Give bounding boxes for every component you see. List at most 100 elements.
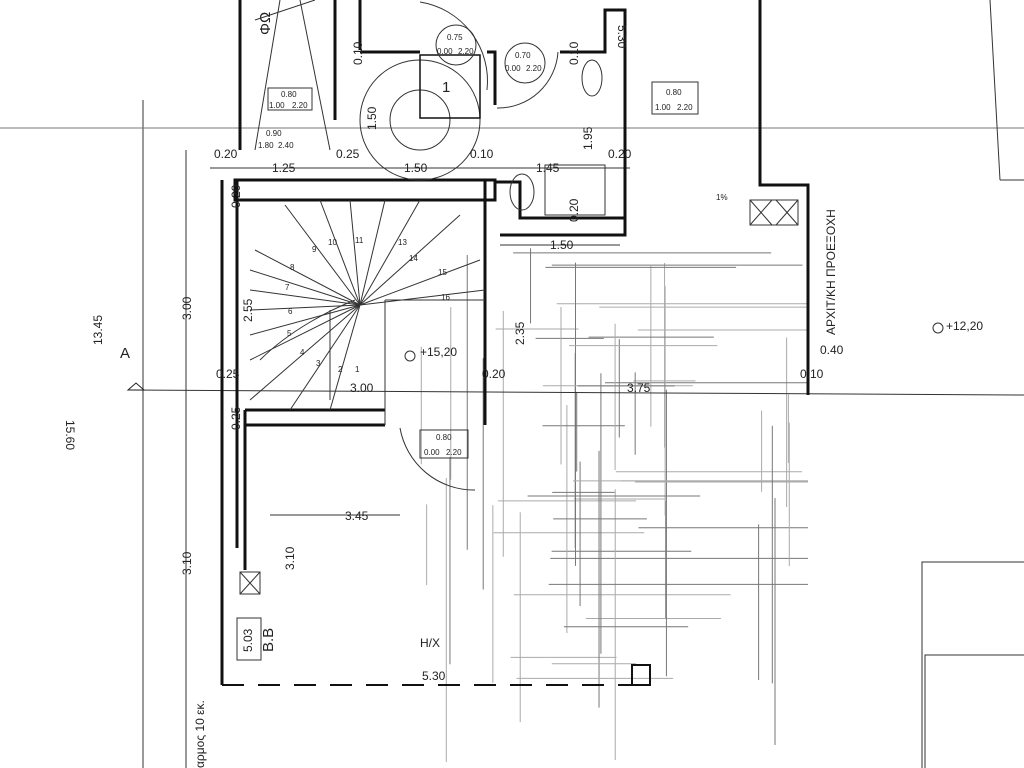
- dimension-lines: [0, 100, 1024, 768]
- dimension: 0.25: [216, 367, 240, 381]
- room-label: ΦΩ: [257, 12, 274, 35]
- stair-tread: [254, 249, 361, 306]
- window-tag-height: 2.40: [278, 141, 294, 150]
- dimension: 0.40: [820, 343, 844, 357]
- door-tag-width: 0.70: [515, 51, 531, 60]
- slope-label: 1%: [716, 193, 728, 202]
- elevator: 1: [359, 1, 559, 491]
- dimension: 0.25: [229, 406, 243, 430]
- stair-tread: [249, 304, 361, 336]
- stair-step-number: 3: [316, 359, 321, 368]
- door-tag-sill: 0.00: [437, 47, 453, 56]
- stair-tread: [249, 289, 361, 306]
- dimension: 5.30: [615, 25, 629, 49]
- level-label: +15,20: [420, 345, 457, 359]
- stair-step-number: 11: [355, 236, 364, 245]
- dimension: 2.35: [513, 321, 527, 345]
- hx-label: H/X: [420, 636, 440, 650]
- elevator-label: 1: [442, 79, 450, 96]
- dimension: 1.50: [404, 161, 428, 175]
- dimension: 2.55: [241, 298, 255, 322]
- dimension: 3.00: [180, 296, 194, 320]
- dimension: 1.50: [550, 238, 574, 252]
- dimension: 1.50: [365, 106, 379, 130]
- dimension: 3.10: [283, 546, 297, 570]
- dimension: 0.20: [214, 147, 238, 161]
- dimension: 0.10: [470, 147, 494, 161]
- shaft-label: B.B: [260, 628, 277, 652]
- level-label: +12,20: [946, 319, 983, 333]
- stair-step-number: 1: [355, 365, 360, 374]
- window-tag-sill: 1.00: [269, 101, 285, 110]
- stair-step-number: 15: [438, 268, 447, 277]
- dimension: 1.25: [272, 161, 296, 175]
- stair-tread: [359, 199, 421, 306]
- dimension: 15.60: [63, 420, 77, 450]
- stair-step-number: 16: [441, 293, 450, 302]
- floor-tiling-grid: [420, 248, 808, 763]
- projection-label: ΑΡΧΙΤ/ΚΗ ΠΡΟΕΞΟΧΗ: [824, 209, 838, 335]
- stair-step-number: 5: [287, 329, 292, 338]
- staircase: [249, 199, 486, 411]
- stair-tread: [359, 289, 486, 306]
- stair-tread: [249, 304, 361, 361]
- window-tag-sill: 1.80: [258, 141, 274, 150]
- stair-step-number: 14: [409, 254, 418, 263]
- door-tag-sill: 0.00: [505, 64, 521, 73]
- stair-tread: [289, 304, 361, 411]
- level-markers: [126, 322, 944, 391]
- dimension: 0.10: [567, 41, 581, 65]
- window-tag-height: 2.20: [677, 103, 693, 112]
- stair-step-number: 10: [328, 238, 337, 247]
- dimension: 3.00: [350, 381, 374, 395]
- stair-tread: [249, 269, 361, 306]
- stair-tread: [329, 304, 361, 411]
- stair-tread: [349, 199, 361, 306]
- stair-tread: [284, 204, 361, 306]
- dimension: 1.45: [536, 161, 560, 175]
- stair-step-number: 8: [290, 263, 295, 272]
- stair-tread: [249, 304, 361, 311]
- dimension: 0.25: [336, 147, 360, 161]
- stair-step-number: 2: [338, 365, 343, 374]
- door-tag-height: 2.20: [446, 448, 462, 457]
- section-mark: A: [120, 345, 130, 362]
- dimension: 0.20: [608, 147, 632, 161]
- stair-tread: [319, 199, 361, 306]
- stair-step-number: 6: [288, 307, 293, 316]
- door-tag-width: 0.75: [447, 33, 463, 42]
- window-tag-width: 0.80: [281, 90, 297, 99]
- dimension: 0.20: [229, 184, 243, 208]
- stair-tread: [359, 214, 461, 306]
- dimension: 0.20: [567, 198, 581, 222]
- stair-tread: [249, 304, 361, 401]
- dimension: 5.30: [422, 669, 446, 683]
- door-tag-height: 2.20: [458, 47, 474, 56]
- stair-tread: [359, 259, 481, 306]
- plan-labels: ΦΩ 0.75 0.00 2.20 0.70 0.00 2.20 0.80 0.…: [63, 12, 983, 768]
- walls: [220, 0, 1024, 768]
- dimension: 5.03: [241, 628, 255, 652]
- window-tag-sill: 1.00: [655, 103, 671, 112]
- joint-label: αρμος 10 εκ.: [193, 700, 207, 768]
- dimension: 0.10: [800, 367, 824, 381]
- dimension: 1.95: [581, 126, 595, 150]
- dimension: 3.45: [345, 509, 369, 523]
- door-tag-width: 0.80: [436, 433, 452, 442]
- stair-step-number: 13: [398, 238, 407, 247]
- stair-step-number: 7: [285, 283, 290, 292]
- stair-tread: [359, 199, 386, 306]
- dimension: 0.10: [351, 41, 365, 65]
- window-tag-width: 0.90: [266, 129, 282, 138]
- stair-step-number: 4: [300, 348, 305, 357]
- dimension: 3.75: [627, 381, 651, 395]
- stair-step-number: 9: [312, 245, 317, 254]
- dimension: 0.20: [482, 367, 506, 381]
- window-tag-width: 0.80: [666, 88, 682, 97]
- dimension: 3.10: [180, 551, 194, 575]
- dimension: 13.45: [91, 315, 105, 345]
- opening-tags: [267, 24, 699, 459]
- door-tag-sill: 0.00: [424, 448, 440, 457]
